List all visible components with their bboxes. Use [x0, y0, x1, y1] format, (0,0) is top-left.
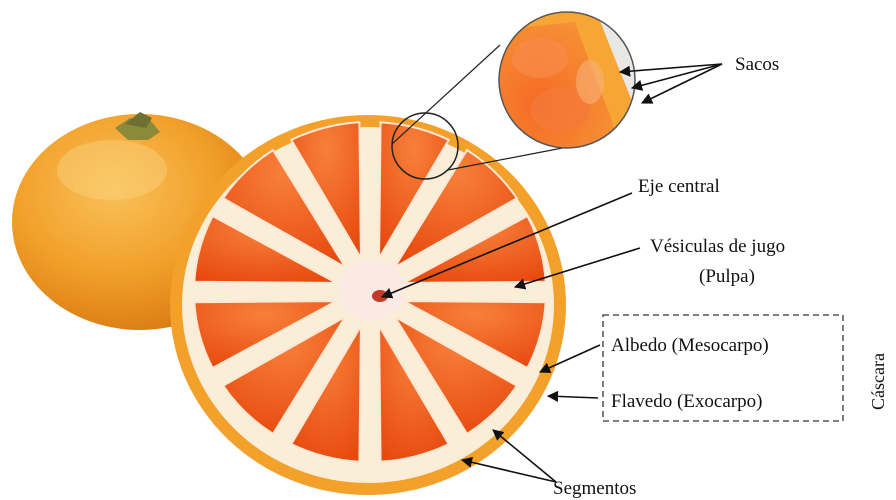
- flavedo-arrow: [548, 396, 598, 398]
- label-segmentos: Segmentos: [553, 478, 636, 499]
- label-vesiculas-line1: Vésiculas de jugo: [650, 236, 785, 257]
- label-sacos: Sacos: [735, 54, 779, 75]
- label-albedo: Albedo (Mesocarpo): [611, 335, 769, 356]
- central-axis-core: [338, 260, 406, 320]
- cut-mandarin-half: [170, 115, 566, 495]
- zoom-inset: [495, 8, 645, 160]
- label-vesiculas-line2: (Pulpa): [699, 266, 755, 287]
- label-flavedo: Flavedo (Exocarpo): [611, 391, 762, 412]
- label-eje-central: Eje central: [638, 176, 720, 197]
- label-cascara: Cáscara: [868, 353, 888, 410]
